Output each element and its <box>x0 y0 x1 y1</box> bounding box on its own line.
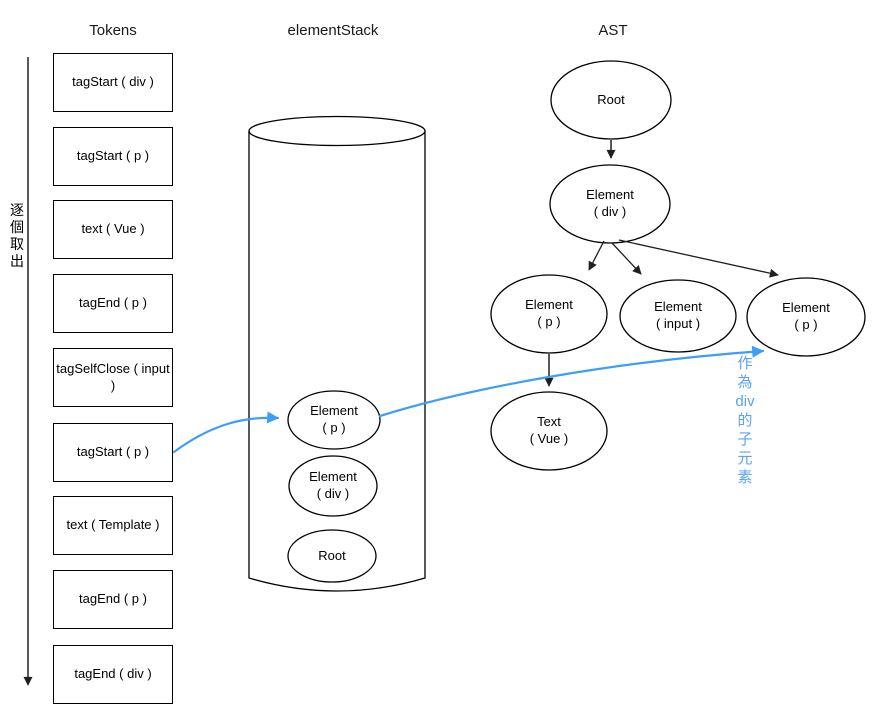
ast-node-element-p-left <box>490 274 608 354</box>
token-box-tagend-p-2: tagEnd ( p ) <box>53 570 173 629</box>
token-box-text-vue: text ( Vue ) <box>53 200 173 259</box>
ast-node-root <box>550 60 672 140</box>
ast-node-element-div <box>549 164 671 244</box>
stack-node-element-div <box>288 455 378 517</box>
ast-node-element-input <box>619 279 737 353</box>
stack-cylinder-body <box>248 131 426 592</box>
token-box-tagstart-p-2: tagStart ( p ) <box>53 423 173 482</box>
stack-node-element-p <box>287 390 381 450</box>
stack-column-title: elementStack <box>287 22 379 39</box>
child-of-div-annotation: 作 為 div 的 子 元 素 <box>735 355 755 486</box>
token-box-text-template: text ( Template ) <box>53 496 173 555</box>
stack-node-root <box>287 529 377 583</box>
blue-arrow-token-to-stack <box>172 411 280 454</box>
edge-div-to-input <box>611 242 642 275</box>
flow-direction-label: 逐 個 取 出 <box>10 202 24 269</box>
tokens-column-title: Tokens <box>89 22 137 39</box>
blue-arrow-stack-to-ast <box>378 345 765 418</box>
token-box-tagend-p-1: tagEnd ( p ) <box>53 274 173 333</box>
edge-div-to-p-right <box>618 239 779 278</box>
ast-column-title: AST <box>598 22 628 39</box>
stack-cylinder-top <box>248 115 426 147</box>
token-box-tagstart-p-1: tagStart ( p ) <box>53 127 173 186</box>
ast-node-element-p-right <box>746 277 866 357</box>
token-box-tagselfclose: tagSelfClose ( input ) <box>53 348 173 407</box>
ast-node-text-vue <box>490 391 608 471</box>
token-box-tagstart-div: tagStart ( div ) <box>53 53 173 112</box>
token-box-tagend-div: tagEnd ( div ) <box>53 645 173 704</box>
edge-div-to-p-left <box>588 240 605 271</box>
